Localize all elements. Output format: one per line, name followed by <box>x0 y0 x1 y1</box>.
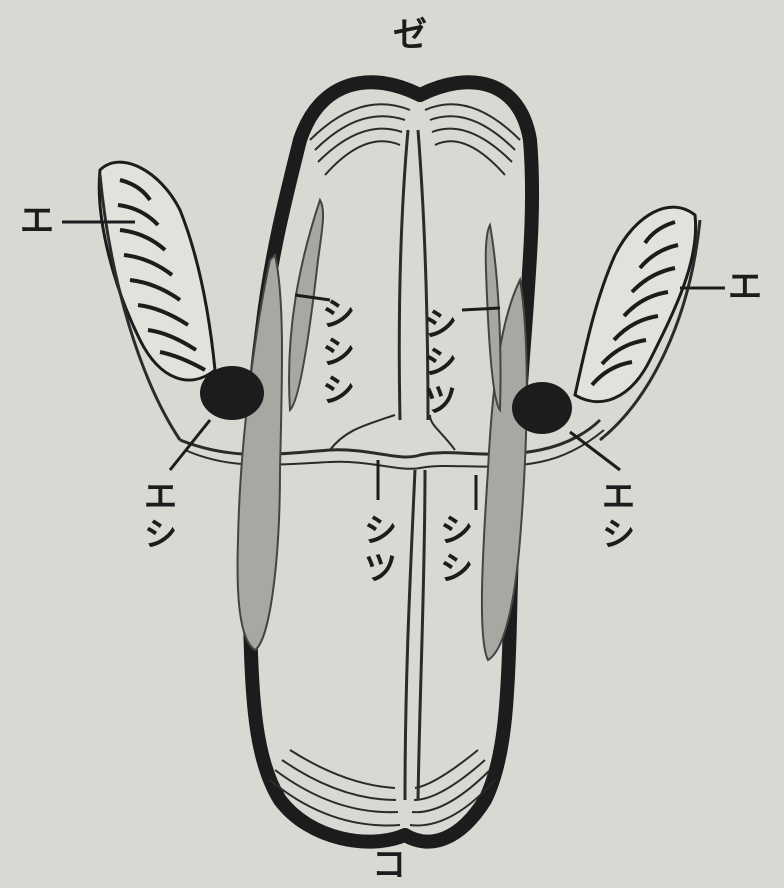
label-lower-right: シシ <box>436 512 470 588</box>
label-top: ゼ <box>393 18 427 52</box>
left-muscle-band <box>238 255 283 650</box>
left-gill <box>99 162 215 440</box>
label-bottom: コ <box>372 848 406 882</box>
label-right-gill: エ <box>728 270 762 304</box>
label-upper-right: シシツ <box>420 306 454 420</box>
label-lower-left: シツ <box>360 512 394 588</box>
right-gill <box>575 207 700 440</box>
label-right-ganglion: エシ <box>598 478 632 554</box>
median-line-lower <box>405 470 425 800</box>
right-ganglion <box>512 382 572 434</box>
left-ganglion <box>200 366 264 420</box>
label-left-ganglion: エシ <box>140 478 174 554</box>
right-inner-muscle-band <box>486 225 501 410</box>
label-left-gill: エ <box>20 204 54 238</box>
label-upper-left: シシシ <box>318 296 352 410</box>
top-muscle-fibers <box>310 104 520 175</box>
